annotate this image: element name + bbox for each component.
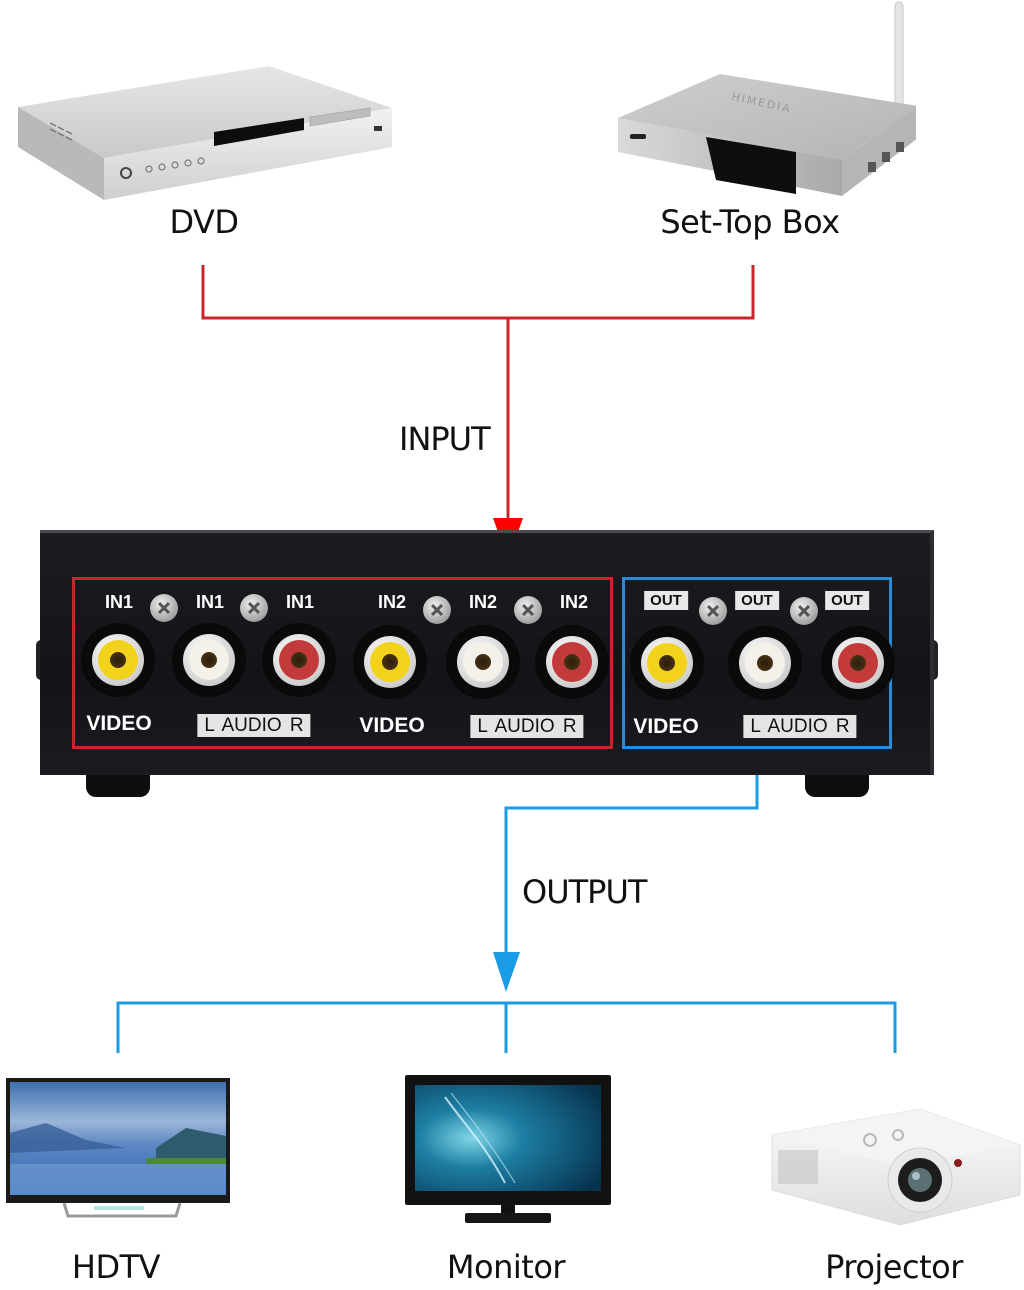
video-label-out: VIDEO [633, 715, 699, 738]
output-arrow-head [493, 952, 520, 992]
output-stem-line [504, 750, 759, 960]
source-label-set-top-box: Set-Top Box [660, 203, 840, 241]
port-label-in1-audio-r: IN1 [285, 592, 315, 612]
input-bracket-line [201, 265, 755, 320]
rca-jack-audio-right [535, 625, 609, 699]
port-label-out-video: OUT [644, 591, 688, 610]
rca-jack-video [630, 626, 704, 700]
set-top-box-icon: HIMEDIA [618, 1, 916, 196]
input-label: INPUT [399, 420, 491, 458]
output-label: OUTPUT [522, 873, 647, 911]
video-label-in1: VIDEO [86, 712, 152, 735]
screw-icon [423, 596, 451, 624]
port-label-out-audio-r: OUT [825, 591, 869, 610]
switch-foot-left [86, 775, 150, 797]
port-label-in2-audio-r: IN2 [559, 592, 589, 612]
screw-icon [699, 597, 727, 625]
port-label-in2-audio-l: IN2 [468, 592, 498, 612]
audio-label-out: L AUDIO R [743, 715, 857, 738]
port-label-in1-video: IN1 [104, 592, 134, 612]
audio-label-in2: L AUDIO R [470, 715, 584, 738]
rca-jack-audio-left [172, 623, 246, 697]
rca-jack-audio-right [821, 626, 895, 700]
input-port-group [72, 577, 613, 749]
destination-label-hdtv: HDTV [71, 1248, 161, 1286]
destination-label-projector: Projector [825, 1248, 963, 1286]
rca-jack-audio-left [446, 625, 520, 699]
video-label-in2: VIDEO [359, 714, 425, 737]
rca-jack-video [81, 623, 155, 697]
monitor-icon [405, 1075, 611, 1223]
screw-icon [514, 596, 542, 624]
switch-foot-right [805, 775, 869, 797]
rca-jack-audio-left [728, 626, 802, 700]
port-label-out-audio-l: OUT [735, 591, 779, 610]
port-label-in2-video: IN2 [377, 592, 407, 612]
screw-icon [240, 594, 268, 622]
source-label-dvd: DVD [169, 203, 239, 241]
screw-icon [790, 597, 818, 625]
rca-jack-video [353, 625, 427, 699]
port-label-in1-audio-l: IN1 [195, 592, 225, 612]
destination-label-monitor: Monitor [446, 1248, 566, 1286]
dvd-player-icon [18, 66, 392, 200]
audio-label-in1: L AUDIO R [197, 714, 311, 737]
rca-jack-audio-right [262, 623, 336, 697]
hdtv-icon [6, 1078, 230, 1218]
screw-icon [150, 594, 178, 622]
projector-icon [771, 1108, 1021, 1226]
